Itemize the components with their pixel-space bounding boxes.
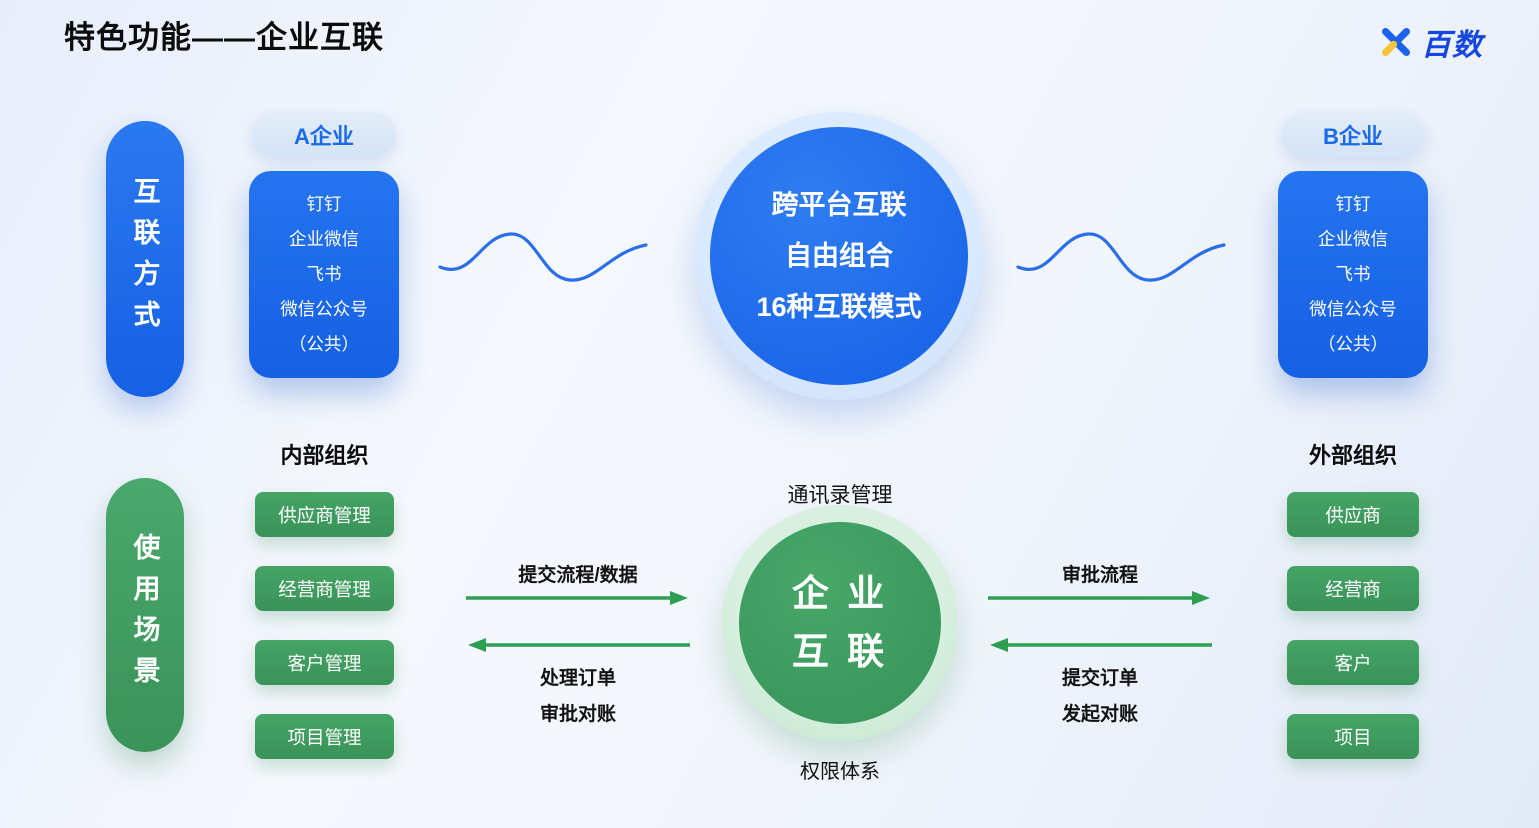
hub-line: 企 业 [791,573,889,614]
internal-item-customer: 客户管理 [255,640,394,685]
cross-platform-circle: 跨平台互联 自由组合 16种互联模式 [695,112,983,400]
logo-text: 百数 [1421,29,1483,62]
internal-group-title: 内部组织 [280,443,369,468]
platform-item: 钉钉 [306,194,342,214]
external-item-operator: 经营商 [1287,566,1419,611]
platform-item: （公共） [1318,334,1388,354]
flow-label-submit-data: 提交流程/数据 [518,565,638,586]
internal-item-project: 项目管理 [255,714,394,759]
platform-item: 企业微信 [1318,229,1388,249]
external-group-title: 外部组织 [1308,443,1397,468]
hub-top-label: 通讯录管理 [787,484,893,507]
brand-logo: 百数 [1377,20,1483,64]
external-item-customer: 客户 [1287,640,1419,685]
cross-platform-circle-inner: 跨平台互联 自由组合 16种互联模式 [710,127,968,385]
enterprise-hub-circle-inner: 企 业 互 联 [739,522,941,724]
circle-line: 自由组合 [785,240,893,271]
circle-line: 跨平台互联 [771,189,907,220]
section-pill-method: 互联方式 [106,121,184,397]
section-pill-scenario: 使用场景 [106,478,184,752]
company-a-card: 钉钉 企业微信 飞书 微信公众号 （公共） [249,171,399,378]
flow-label-approval-flow: 审批流程 [1061,565,1138,586]
wave-connector-right [1014,222,1228,294]
platform-item: 飞书 [1335,264,1371,284]
external-item-project: 项目 [1287,714,1419,759]
enterprise-hub-circle: 企 业 互 联 [722,505,958,741]
platform-item: 微信公众号 [280,299,368,319]
hub-bottom-label: 权限体系 [800,761,880,783]
arrow-right-icon [988,590,1212,606]
arrow-right-icon [466,590,690,606]
platform-item: （公共） [289,334,359,354]
flow-label-approve-reconcile: 审批对账 [539,704,616,725]
platform-item: 钉钉 [1335,194,1371,214]
company-b-badge: B企业 [1281,112,1425,157]
flow-label-initiate-reconcile: 发起对账 [1061,704,1138,725]
page-title: 特色功能——企业互联 [64,20,384,55]
circle-line: 16种互联模式 [756,291,922,322]
arrow-left-icon [466,637,690,653]
hub-line: 互 联 [791,631,889,672]
flow-label-submit-order: 提交订单 [1061,668,1138,689]
wave-connector-left [436,222,650,294]
platform-item: 微信公众号 [1309,299,1397,319]
internal-item-supplier: 供应商管理 [255,492,394,537]
arrow-left-icon [988,637,1212,653]
platform-item: 飞书 [306,264,342,284]
external-item-supplier: 供应商 [1287,492,1419,537]
platform-item: 企业微信 [289,229,359,249]
flow-label-handle-order: 处理订单 [539,668,616,689]
company-a-badge: A企业 [252,112,396,157]
internal-item-operator: 经营商管理 [255,566,394,611]
logo-x-icon [1377,23,1415,61]
company-b-card: 钉钉 企业微信 飞书 微信公众号 （公共） [1278,171,1428,378]
